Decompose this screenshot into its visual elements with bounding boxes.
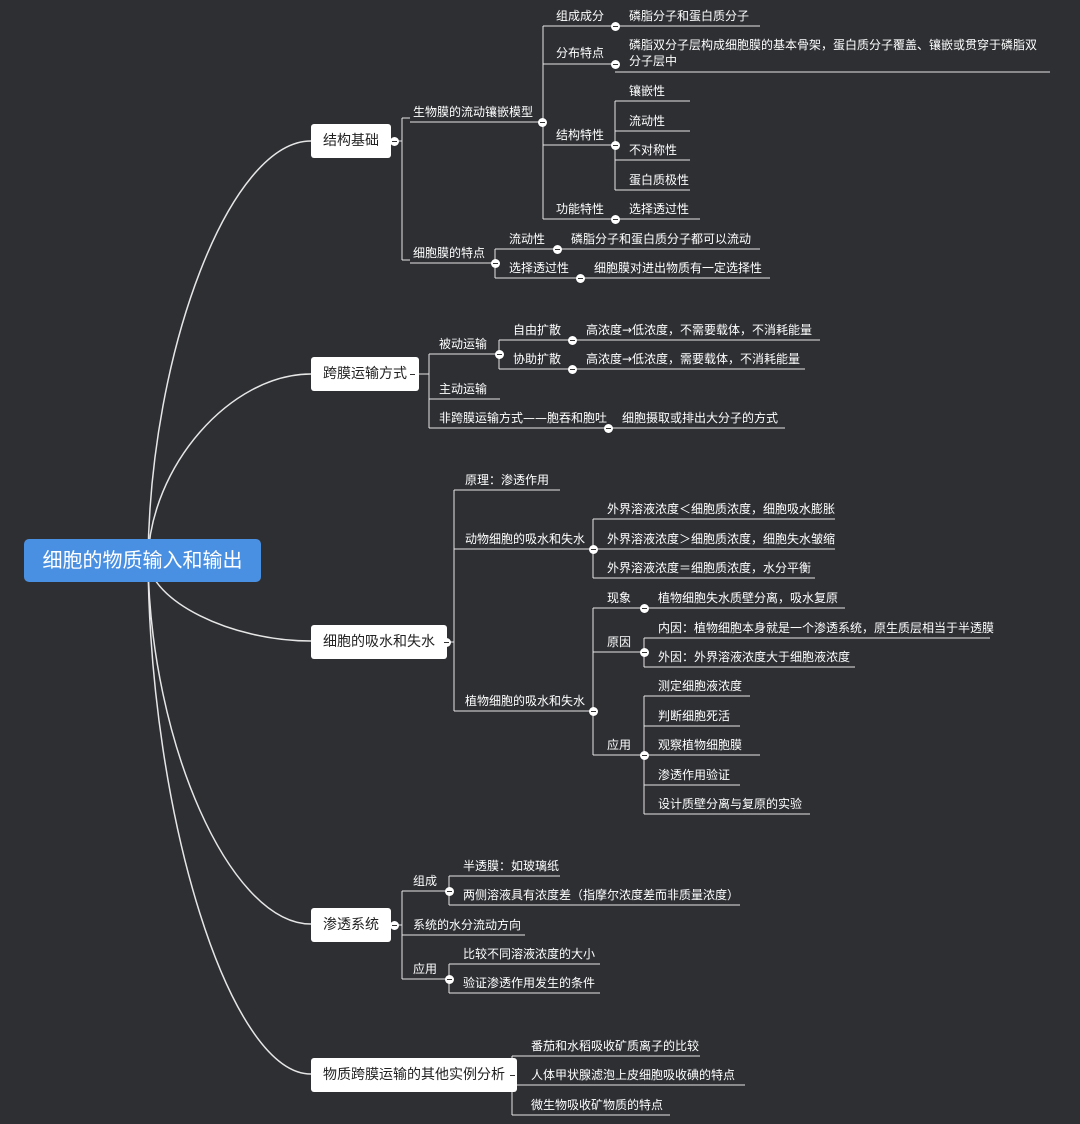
connector: [147, 373, 312, 561]
collapse-toggle[interactable]: [538, 118, 547, 127]
topic-membrane-features[interactable]: 细胞膜的特点: [413, 246, 486, 260]
topic-active-transport[interactable]: 主动运输: [439, 382, 488, 396]
topic-external-cause[interactable]: 外因：外界溶液浓度大于细胞液浓度: [658, 650, 851, 664]
collapse-toggle[interactable]: [640, 604, 649, 613]
topic-microbe-minerals[interactable]: 微生物吸收矿物质的特点: [531, 1098, 664, 1112]
collapse-toggle[interactable]: [640, 751, 649, 760]
topic-internal-cause[interactable]: 内因：植物细胞本身就是一个渗透系统，原生质层相当于半透膜: [658, 621, 995, 635]
topic-mosaic[interactable]: 镶嵌性: [629, 84, 666, 98]
collapse-toggle[interactable]: [611, 60, 620, 69]
collapse-toggle[interactable]: [611, 22, 620, 31]
topic-osmotic-application[interactable]: 应用: [413, 962, 438, 976]
topic-animal-hypertonic[interactable]: 外界溶液浓度＞细胞质浓度，细胞失水皱缩: [607, 532, 836, 546]
collapse-toggle[interactable]: [611, 141, 620, 150]
collapse-toggle[interactable]: [576, 274, 585, 283]
topic-water-flow-direction[interactable]: 系统的水分流动方向: [413, 918, 522, 932]
topic-plasmolysis[interactable]: 植物细胞失水质壁分离，吸水复原: [658, 591, 839, 605]
topic-compare-concentrations[interactable]: 比较不同溶液浓度的大小: [463, 947, 596, 961]
topic-selective-detail[interactable]: 细胞膜对进出物质有一定选择性: [594, 261, 763, 275]
topic-fluid-mosaic-model[interactable]: 生物膜的流动镶嵌模型: [413, 105, 534, 119]
topic-observe-membrane[interactable]: 观察植物细胞膜: [658, 738, 743, 752]
topic-other-examples[interactable]: 物质跨膜运输的其他实例分析: [311, 1058, 517, 1092]
topic-verify-osmosis-conditions[interactable]: 验证渗透作用发生的条件: [463, 976, 596, 990]
topic-thyroid-iodine[interactable]: 人体甲状腺滤泡上皮细胞吸收碘的特点: [531, 1068, 736, 1082]
connector: [147, 140, 312, 561]
topic-osmotic-composition[interactable]: 组成: [413, 874, 438, 888]
collapse-toggle[interactable]: [611, 215, 620, 224]
topic-selective-permeability-2[interactable]: 选择透过性: [509, 261, 570, 275]
topic-fluidity-detail[interactable]: 磷脂分子和蛋白质分子都可以流动: [571, 232, 752, 246]
topic-distribution-detail[interactable]: 磷脂双分子层构成细胞膜的基本骨架，蛋白质分子覆盖、镶嵌或贯穿于磷脂双分子层中: [629, 38, 1038, 68]
topic-plasmolysis-experiment[interactable]: 设计质壁分离与复原的实验: [658, 797, 803, 811]
connector: [147, 559, 312, 1075]
topic-plant-cell[interactable]: 植物细胞的吸水和失水: [465, 694, 586, 708]
collapse-toggle[interactable]: [553, 245, 562, 254]
collapse-toggle[interactable]: [445, 975, 454, 984]
topic-animal-hypotonic[interactable]: 外界溶液浓度＜细胞质浓度，细胞吸水膨胀: [607, 502, 836, 516]
topic-application[interactable]: 应用: [607, 738, 632, 752]
topic-cause[interactable]: 原因: [607, 635, 632, 649]
topic-fluidity-2[interactable]: 流动性: [509, 232, 546, 246]
topic-passive-transport[interactable]: 被动运输: [439, 337, 488, 351]
collapse-toggle[interactable]: [508, 1071, 517, 1080]
topic-free-diffusion-detail[interactable]: 高浓度→低浓度，不需要载体，不消耗能量: [586, 323, 813, 337]
topic-facilitated-diffusion[interactable]: 协助扩散: [513, 352, 562, 366]
topic-macromolecule-transport[interactable]: 细胞摄取或排出大分子的方式: [622, 411, 779, 425]
topic-tomato-rice[interactable]: 番茄和水稻吸收矿质离子的比较: [531, 1039, 700, 1053]
collapse-toggle[interactable]: [491, 259, 500, 268]
collapse-toggle[interactable]: [568, 365, 577, 374]
collapse-toggle[interactable]: [442, 638, 451, 647]
collapse-toggle[interactable]: [390, 921, 399, 930]
topic-osmotic-system[interactable]: 渗透系统: [311, 908, 391, 942]
topic-animal-cell[interactable]: 动物细胞的吸水和失水: [465, 532, 586, 546]
topic-asymmetry[interactable]: 不对称性: [629, 143, 678, 157]
connector: [147, 559, 312, 925]
collapse-toggle[interactable]: [589, 545, 598, 554]
collapse-toggle[interactable]: [408, 370, 417, 379]
topic-distribution[interactable]: 分布特点: [556, 46, 605, 60]
topic-endo-exocytosis[interactable]: 非跨膜运输方式——胞吞和胞吐: [439, 411, 608, 425]
collapse-toggle[interactable]: [589, 707, 598, 716]
collapse-toggle[interactable]: [604, 424, 613, 433]
collapse-toggle[interactable]: [640, 648, 649, 657]
topic-semipermeable-membrane[interactable]: 半透膜：如玻璃纸: [463, 859, 560, 873]
topic-phenomenon[interactable]: 现象: [607, 591, 632, 605]
root-topic[interactable]: 细胞的物质输入和输出: [24, 539, 261, 582]
topic-judge-cell-viability[interactable]: 判断细胞死活: [658, 709, 731, 723]
topic-protein-polarity[interactable]: 蛋白质极性: [629, 173, 690, 187]
topic-fluidity[interactable]: 流动性: [629, 114, 666, 128]
topic-structure-basis[interactable]: 结构基础: [311, 124, 391, 158]
collapse-toggle[interactable]: [495, 350, 504, 359]
topic-measure-concentration[interactable]: 测定细胞液浓度: [658, 679, 743, 693]
topic-functional-properties[interactable]: 功能特性: [556, 202, 605, 216]
topic-composition[interactable]: 组成成分: [556, 9, 605, 23]
topic-transmembrane-transport[interactable]: 跨膜运输方式: [311, 357, 419, 391]
collapse-toggle[interactable]: [445, 887, 454, 896]
collapse-toggle[interactable]: [390, 137, 399, 146]
collapse-toggle[interactable]: [568, 336, 577, 345]
topic-phospholipid-protein[interactable]: 磷脂分子和蛋白质分子: [629, 9, 750, 23]
topic-animal-isotonic[interactable]: 外界溶液浓度＝细胞质浓度，水分平衡: [607, 561, 812, 575]
topic-selective-permeability[interactable]: 选择透过性: [629, 202, 690, 216]
topic-osmosis-verification[interactable]: 渗透作用验证: [658, 768, 731, 782]
topic-structural-properties[interactable]: 结构特性: [556, 128, 605, 142]
topic-concentration-difference[interactable]: 两侧溶液具有浓度差（指摩尔浓度差而非质量浓度）: [463, 888, 740, 902]
topic-facilitated-detail[interactable]: 高浓度→低浓度，需要载体，不消耗能量: [586, 352, 801, 366]
topic-principle-osmosis[interactable]: 原理：渗透作用: [465, 473, 550, 487]
topic-free-diffusion[interactable]: 自由扩散: [513, 323, 562, 337]
topic-water-absorption-loss[interactable]: 细胞的吸水和失水: [311, 625, 447, 659]
